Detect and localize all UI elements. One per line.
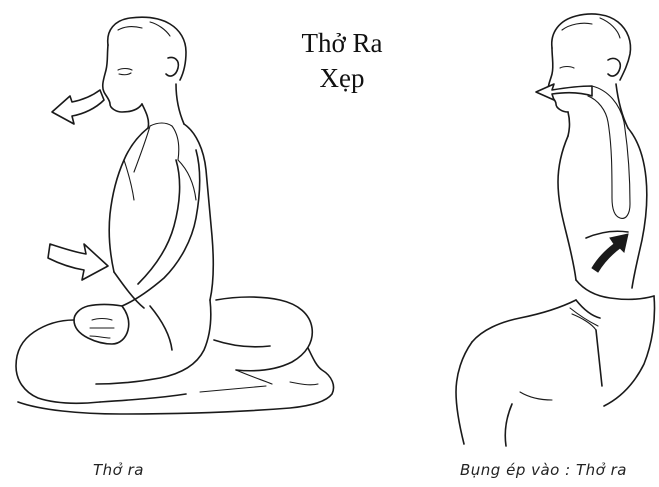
title-block: Thở Ra Xẹp (280, 26, 404, 96)
caption-right: Bụng ép vào : Thở ra (460, 461, 627, 479)
caption-left: Thở ra (93, 461, 144, 479)
arrow-up-curved-icon (536, 84, 592, 100)
right-figure (456, 14, 655, 446)
arrow-up-right-icon (592, 234, 628, 272)
arrow-right-icon (48, 244, 108, 280)
arrow-left-icon (52, 90, 104, 124)
title-line-1: Thở Ra (280, 26, 404, 61)
title-line-2: Xẹp (280, 61, 404, 96)
